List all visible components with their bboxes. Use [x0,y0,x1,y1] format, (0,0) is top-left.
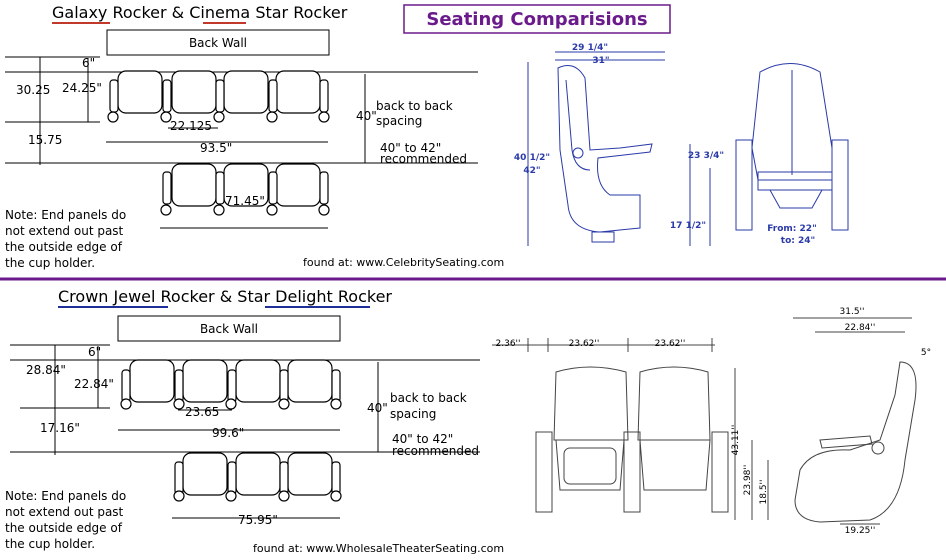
bottom-dim-lower-gap: 17.16" [40,421,80,435]
svg-text:the outside edge of: the outside edge of [5,240,123,254]
top-spacing-label-1: back to back [376,99,453,113]
top-dim-row-front: 93.5" [200,141,232,155]
top-dim-cup-offset: 6" [82,56,95,70]
bottom-spacing-label-2: spacing [390,407,436,421]
bottom-recommend-1: 40" to 42" [392,432,453,446]
bottom-back-wall [117,315,341,342]
svg-text:the cup holder.: the cup holder. [5,256,95,270]
top-dim-lower-gap: 15.75 [28,133,62,147]
top-note: Note: End panels do not extend out past … [5,208,126,270]
bottom-draw-seat-w2: 23.62'' [655,339,686,349]
top-dim-seat-width: 22.125 [170,119,212,133]
bottom-chair-drawing [492,317,917,525]
bottom-draw-h-total: 43.11'' [731,425,741,456]
top-draw-h2: 42" [523,166,540,176]
top-dim-spacing: 40" [356,109,377,123]
top-chair-drawing [527,51,849,246]
top-draw-arm: 23 3/4" [688,151,724,161]
top-row-2 [160,163,330,216]
bottom-draw-depth2: 22.84'' [845,323,876,333]
bottom-draw-h-arm: 23.98'' [743,465,753,496]
bottom-draw-angle: 5° [921,348,931,358]
bottom-row-2 [173,452,342,502]
svg-text:not extend out past: not extend out past [5,224,124,238]
bottom-dim-seat-depth: 22.84" [74,377,114,391]
top-draw-seat-h: 17 1/2" [670,221,706,231]
bottom-draw-base: 19.25'' [845,526,876,536]
bottom-dim-total-height: 28.84" [26,363,66,377]
top-heading: Galaxy Rocker & Cinema Star Rocker [52,3,348,22]
title-box [403,4,671,34]
top-draw-w2: 31" [592,56,609,66]
top-back-wall-label: Back Wall [189,36,247,50]
bottom-heading: Crown Jewel Rocker & Star Delight Rocker [58,287,392,306]
svg-text:the cup holder.: the cup holder. [5,537,95,551]
top-row-1 [107,70,330,123]
top-source: found at: www.CelebritySeating.com [303,256,504,269]
top-back-wall [106,29,330,56]
bottom-draw-h-seat: 18.5'' [759,480,769,505]
bottom-recommend-2: recommended [392,444,479,458]
page-title: Seating Comparisions [426,9,647,30]
bottom-back-wall-label: Back Wall [200,322,258,336]
top-draw-h1: 40 1/2" [514,153,550,163]
top-draw-from1: From: 22" [767,224,817,234]
top-recommend-2: recommended [380,152,467,166]
svg-text:the outside edge of: the outside edge of [5,521,123,535]
top-draw-from2: to: 24" [781,236,815,246]
bottom-row-1 [120,359,342,410]
top-dim-row-back: 71.45" [225,194,265,208]
svg-text:not extend out past: not extend out past [5,505,124,519]
top-spacing-label-2: spacing [376,114,422,128]
bottom-dim-cup-offset: 6" [88,345,101,359]
bottom-draw-arm-w: 2.36'' [496,339,521,349]
top-dim-seat-depth: 24.25" [62,81,102,95]
top-draw-w1: 29 1/4" [572,43,608,53]
bottom-dim-row-front: 99.6" [212,426,244,440]
bottom-spacing-label-1: back to back [390,391,467,405]
bottom-draw-depth: 31.5'' [840,307,865,317]
top-recommend-1: 40" to 42" [380,141,441,155]
svg-text:Note: End panels do: Note: End panels do [5,489,126,503]
bottom-dim-row-back: 75.95" [238,513,278,527]
bottom-dim-seat-width: 23.65 [185,405,219,419]
bottom-source: found at: www.WholesaleTheaterSeating.co… [253,542,504,555]
top-dim-total-height: 30.25 [16,83,50,97]
bottom-draw-seat-w1: 23.62'' [569,339,600,349]
bottom-note: Note: End panels do not extend out past … [5,489,126,551]
svg-text:Note: End panels do: Note: End panels do [5,208,126,222]
bottom-dim-spacing: 40" [367,401,388,415]
